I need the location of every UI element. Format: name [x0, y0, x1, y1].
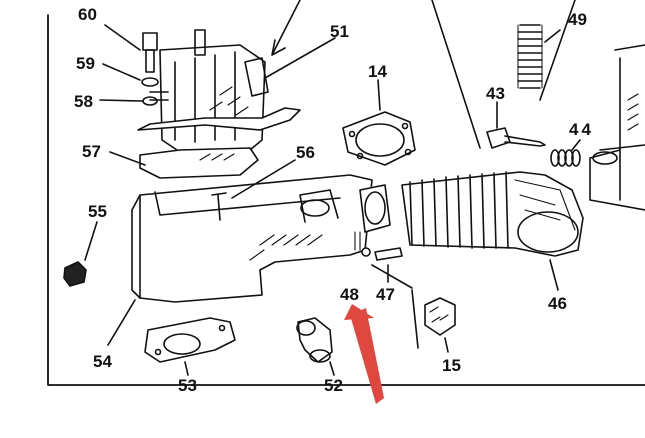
label-51: 51: [330, 22, 349, 41]
label-15: 15: [442, 356, 461, 375]
nut-15: [424, 297, 456, 336]
spring-49: [517, 24, 543, 89]
label-14: 14: [368, 62, 387, 81]
bolt-60: [142, 32, 158, 73]
label-44: 44: [569, 120, 594, 139]
label-60: 60: [78, 5, 97, 24]
page-border: [47, 14, 645, 386]
carburetor-body: [137, 29, 301, 179]
label-48: 48: [340, 285, 359, 304]
screw-56: [211, 192, 227, 221]
highlight-arrow: [344, 304, 384, 404]
bolt-43: [486, 127, 546, 149]
spring-44: [550, 149, 581, 167]
label-59: 59: [76, 54, 95, 73]
washer-58: [142, 96, 158, 106]
label-57: 57: [82, 142, 101, 161]
flange-gasket-53: [144, 317, 236, 363]
housing-right: [589, 44, 645, 211]
label-46: 46: [548, 294, 567, 313]
label-56: 56: [296, 143, 315, 162]
washer-48: [361, 247, 371, 257]
washer-59: [141, 77, 159, 87]
grommet-55: [63, 261, 87, 287]
label-49: 49: [568, 10, 587, 29]
label-55: 55: [88, 202, 107, 221]
screw-47: [374, 247, 403, 261]
elbow-fitting-52: [296, 317, 333, 363]
label-43: 43: [486, 84, 505, 103]
gasket-14: [342, 111, 416, 166]
label-58: 58: [74, 92, 93, 111]
bellows-hose-46: [401, 171, 584, 257]
air-box-54: [131, 174, 391, 303]
label-54: 54: [93, 352, 112, 371]
label-52: 52: [324, 376, 343, 395]
label-47: 47: [376, 285, 395, 304]
label-53: 53: [178, 376, 197, 395]
